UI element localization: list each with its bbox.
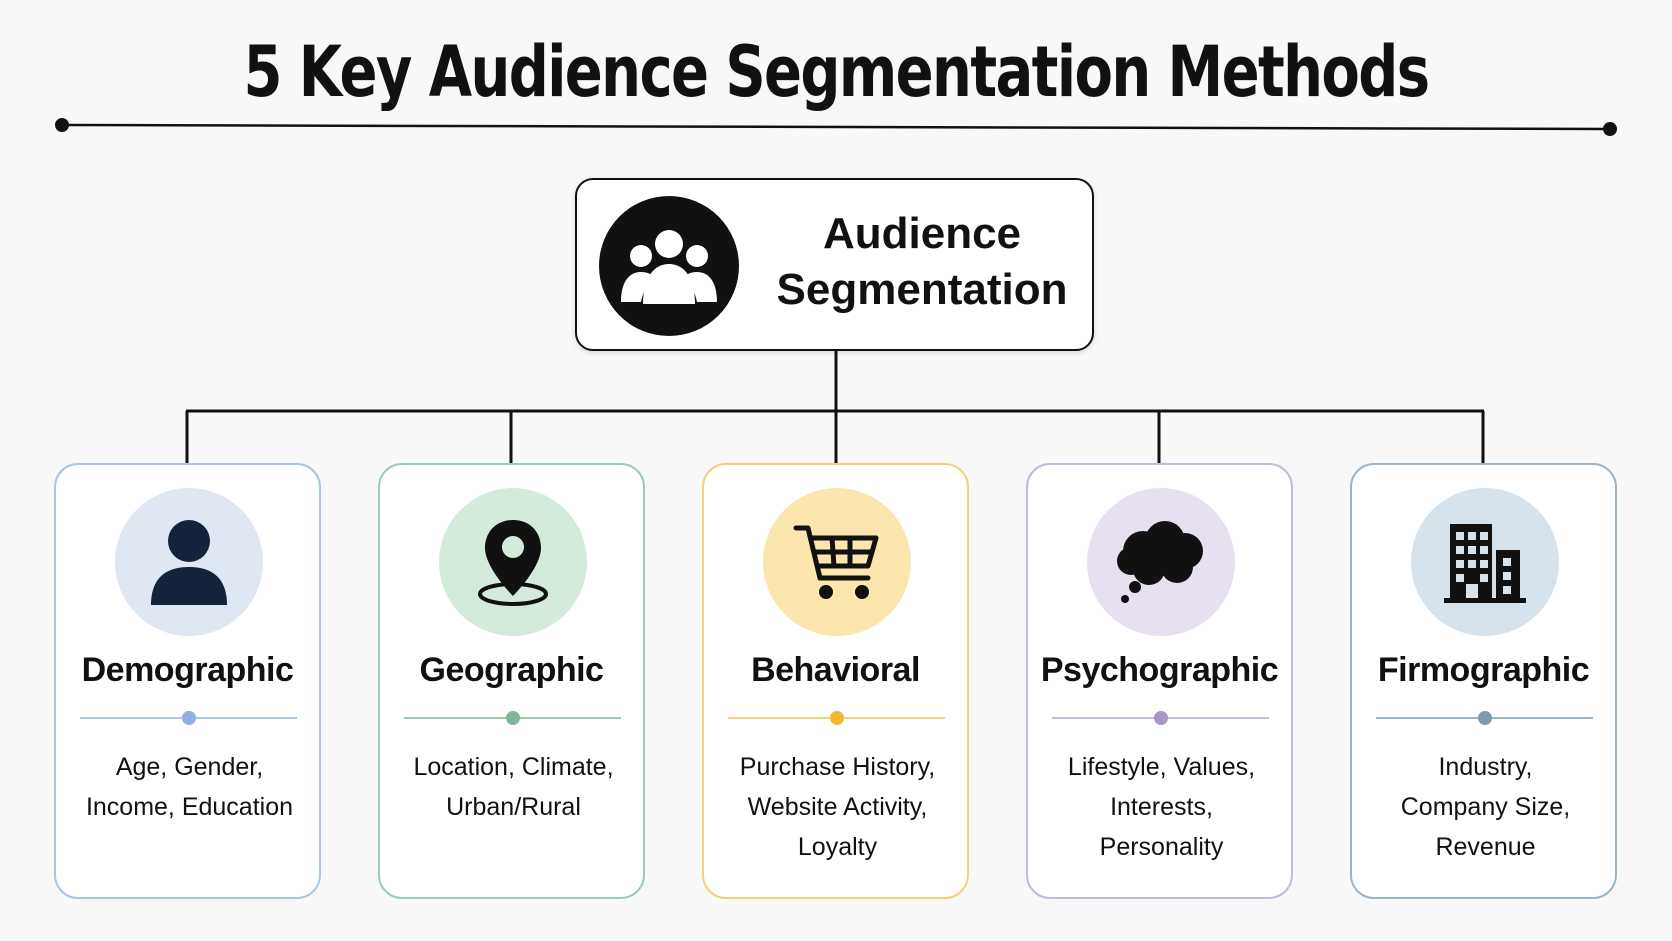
- card-description: Purchase History, Website Activity, Loya…: [712, 747, 963, 867]
- card-geographic: Geographic Location, Climate, Urban/Rura…: [378, 463, 645, 899]
- card-desc-line: Income, Education: [85, 793, 294, 821]
- card-title: Firmographic: [1377, 651, 1590, 689]
- root-label: Audience Segmentation: [762, 206, 1082, 318]
- users-group-icon: [599, 196, 739, 336]
- shopping-cart-icon: [763, 488, 911, 636]
- card-description: Industry, Company Size, Revenue: [1360, 747, 1611, 867]
- card-title: Demographic: [81, 651, 294, 689]
- card-firmographic: Firmographic Industry, Company Size, Rev…: [1350, 463, 1617, 899]
- location-pin-icon: [439, 488, 587, 636]
- card-divider-dot: [506, 711, 520, 725]
- person-icon: [115, 488, 263, 636]
- card-description: Lifestyle, Values, Interests, Personalit…: [1036, 747, 1287, 867]
- card-desc-line: Age, Gender,: [115, 753, 264, 781]
- card-desc-line: Urban/Rural: [446, 793, 581, 821]
- card-desc-line: Loyalty: [797, 833, 878, 861]
- card-desc-line: Purchase History,: [739, 753, 936, 781]
- root-node: Audience Segmentation: [575, 178, 1094, 351]
- card-desc-line: Website Activity,: [747, 793, 928, 821]
- thought-bubble-icon: [1087, 488, 1235, 636]
- card-divider-dot: [830, 711, 844, 725]
- root-label-line2: Segmentation: [776, 265, 1068, 314]
- card-desc-line: Lifestyle, Values,: [1067, 753, 1256, 781]
- card-psychographic: Psychographic Lifestyle, Values, Interes…: [1026, 463, 1293, 899]
- card-description: Age, Gender, Income, Education: [64, 747, 315, 827]
- card-title: Psychographic: [1040, 651, 1279, 689]
- card-divider-dot: [182, 711, 196, 725]
- card-demographic: Demographic Age, Gender, Income, Educati…: [54, 463, 321, 899]
- card-desc-line: Revenue: [1435, 833, 1536, 861]
- card-divider-dot: [1478, 711, 1492, 725]
- card-desc-line: Interests,: [1110, 793, 1213, 821]
- root-label-line1: Audience: [822, 209, 1022, 258]
- card-divider-dot: [1154, 711, 1168, 725]
- title-divider: [55, 118, 1617, 136]
- card-title: Behavioral: [751, 651, 920, 689]
- card-title: Geographic: [419, 651, 604, 689]
- office-building-icon: [1411, 488, 1559, 636]
- card-desc-line: Location, Climate,: [413, 753, 614, 781]
- card-desc-line: Industry,: [1438, 753, 1533, 781]
- card-description: Location, Climate, Urban/Rural: [388, 747, 639, 827]
- card-behavioral: Behavioral Purchase History, Website Act…: [702, 463, 969, 899]
- page-title: 5 Key Audience Segmentation Methods: [243, 31, 1430, 113]
- card-desc-line: Company Size,: [1400, 793, 1571, 821]
- card-desc-line: Personality: [1099, 833, 1224, 861]
